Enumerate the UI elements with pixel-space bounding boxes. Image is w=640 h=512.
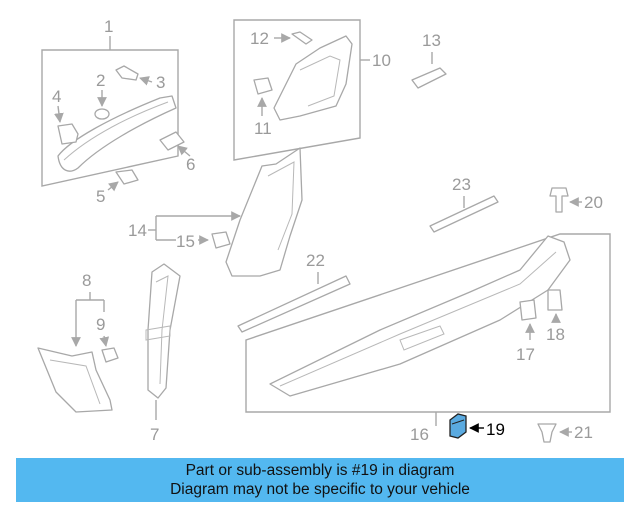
part-23: 23 [429,175,499,233]
callout-16[interactable]: 16 [410,425,429,444]
callout-14[interactable]: 14 [128,221,147,240]
callout-6[interactable]: 6 [186,155,195,174]
callout-18[interactable]: 18 [546,325,565,344]
info-banner: Part or sub-assembly is #19 in diagram D… [16,458,624,502]
callout-5[interactable]: 5 [96,187,105,206]
callout-10[interactable]: 10 [372,51,391,70]
part-group-16: 16 17 18 [245,233,611,444]
callout-22[interactable]: 22 [306,251,325,270]
callout-21[interactable]: 21 [574,423,593,442]
callout-9[interactable]: 9 [96,315,105,334]
part-group-1: 1 4 2 3 [41,17,179,187]
pillar-trim-14 [225,147,303,277]
part-group-8: 8 9 [37,271,119,413]
parts-diagram: 1 4 2 3 5 6 10 12 [37,17,611,444]
banner-line-2: Diagram may not be specific to your vehi… [170,481,470,498]
callout-1[interactable]: 1 [104,17,113,36]
highlighted-part-19[interactable] [449,413,467,439]
part-group-14: 14 15 [128,147,303,277]
callout-19[interactable]: 19 [486,420,505,439]
callout-17[interactable]: 17 [516,345,535,364]
callout-11[interactable]: 11 [254,119,272,138]
part-13: 13 [411,31,447,89]
pillar-trim-10 [273,35,353,121]
part-5: 5 [96,169,139,206]
callout-13[interactable]: 13 [422,31,441,50]
part-22: 22 [237,251,351,333]
callout-15[interactable]: 15 [176,232,195,251]
part-21: 21 [537,423,593,443]
part-7: 7 [145,263,181,444]
part-group-10: 10 12 11 [233,19,391,161]
kick-panel-8 [37,347,113,413]
banner-line-1: Part or sub-assembly is #19 in diagram [185,462,455,479]
callout-12[interactable]: 12 [250,29,269,48]
callout-8[interactable]: 8 [82,271,91,290]
sill-trim-16 [269,235,571,397]
callout-2[interactable]: 2 [96,71,105,90]
roof-trim-strip [57,95,177,172]
callout-20[interactable]: 20 [584,193,603,212]
clip-4 [57,123,79,145]
part-20: 20 [549,187,603,213]
part-19: 19 [449,413,505,439]
grommet-2 [94,108,110,120]
part-6: 6 [159,131,195,174]
callout-4[interactable]: 4 [52,87,61,106]
callout-23[interactable]: 23 [452,175,471,194]
screw-3 [115,65,139,81]
callout-7[interactable]: 7 [150,425,159,444]
callout-3[interactable]: 3 [156,73,165,92]
